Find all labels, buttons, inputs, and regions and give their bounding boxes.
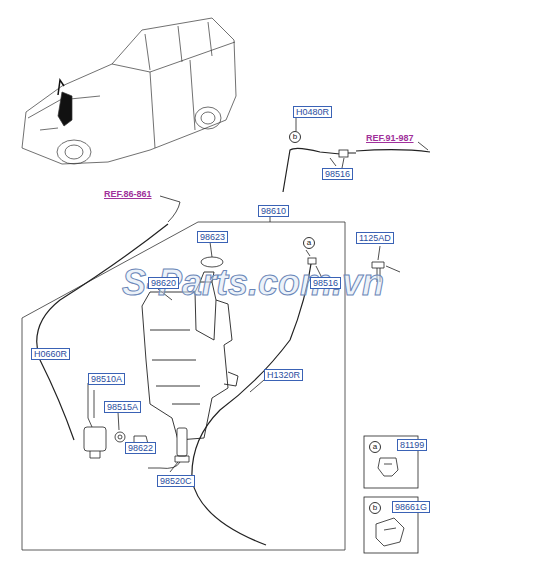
part-number: 98516 bbox=[313, 278, 338, 288]
car-sketch bbox=[22, 18, 236, 164]
part-number: 98516 bbox=[325, 169, 350, 179]
callout-letter-text: b bbox=[373, 503, 377, 512]
callout-letter: b bbox=[369, 502, 381, 514]
part-number-box: 98620 bbox=[148, 277, 179, 289]
ref-label: REF.86-861 bbox=[104, 189, 152, 199]
ref-label: REF.91-987 bbox=[366, 133, 414, 143]
callout-letter-text: a bbox=[307, 238, 311, 247]
callout-letter: a bbox=[303, 237, 315, 249]
part-number-box: 1125AD bbox=[356, 232, 394, 244]
part-number: 98610 bbox=[261, 206, 286, 216]
part-number: H0480R bbox=[296, 107, 329, 117]
callout-letter: a bbox=[369, 441, 381, 453]
part-number: 1125AD bbox=[359, 233, 391, 243]
part-number-box: 98515A bbox=[104, 401, 141, 413]
part-number-box: H1320R bbox=[264, 369, 303, 381]
part-number-box: 98510A bbox=[88, 373, 125, 385]
part-number: 98520C bbox=[160, 476, 192, 486]
part-number-box: 98516 bbox=[310, 277, 341, 289]
part-number-box: 81199 bbox=[397, 439, 427, 451]
part-number-box: 98622 bbox=[125, 442, 156, 454]
part-number: H1320R bbox=[267, 370, 300, 380]
part-number: 98623 bbox=[200, 232, 225, 242]
part-number: 98515A bbox=[107, 402, 138, 412]
part-number: 81199 bbox=[400, 440, 424, 450]
part-number-box: H0480R bbox=[293, 106, 332, 118]
part-number: H0660R bbox=[34, 349, 67, 359]
part-number: 98622 bbox=[128, 443, 153, 453]
callout-letter: b bbox=[289, 131, 301, 143]
part-number: 98510A bbox=[91, 374, 122, 384]
part-number-box: 98610 bbox=[258, 205, 289, 217]
part-number: 98661G bbox=[395, 502, 427, 512]
part-number-box: 98516 bbox=[322, 168, 353, 180]
part-number-box: 98520C bbox=[157, 475, 195, 487]
callout-letter-text: b bbox=[293, 132, 297, 141]
part-number-box: 98661G bbox=[392, 501, 430, 513]
part-number: 98620 bbox=[151, 278, 176, 288]
part-number-box: H0660R bbox=[31, 348, 70, 360]
callout-letter-text: a bbox=[373, 442, 377, 451]
part-number-box: 98623 bbox=[197, 231, 228, 243]
